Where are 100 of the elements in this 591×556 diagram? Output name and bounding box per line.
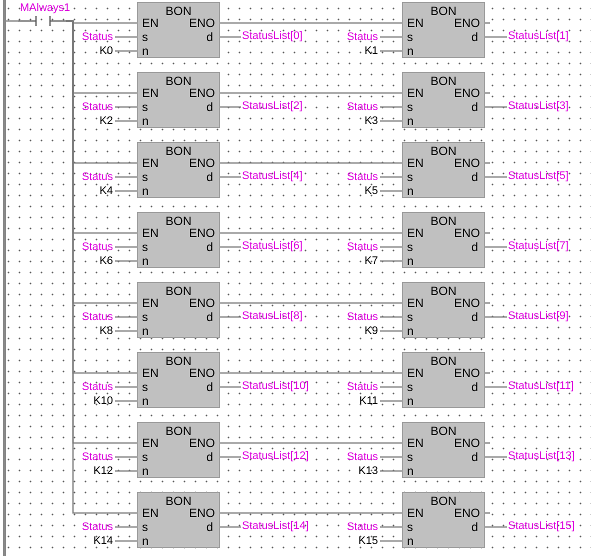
pin-label: d bbox=[206, 31, 213, 43]
pin-label: s bbox=[142, 521, 148, 533]
block-title: BON bbox=[429, 285, 458, 297]
pin-label: EN bbox=[407, 367, 424, 379]
wire bbox=[380, 400, 402, 402]
pin-label: s bbox=[142, 311, 148, 323]
pin-label: n bbox=[407, 325, 414, 337]
block-title: BON bbox=[429, 425, 458, 437]
constant-operand: K0 bbox=[100, 45, 113, 57]
wire bbox=[115, 190, 137, 192]
output-operand: StatusList[8] bbox=[242, 311, 303, 322]
pin-label: ENO bbox=[188, 157, 215, 169]
output-operand: StatusList[2] bbox=[242, 101, 303, 112]
block-title: BON bbox=[429, 215, 458, 227]
pin-label: ENO bbox=[454, 297, 480, 309]
wire bbox=[115, 316, 137, 318]
block-title: BON bbox=[429, 5, 458, 17]
wire bbox=[220, 36, 241, 38]
pin-label: n bbox=[142, 395, 149, 407]
input-operand: Status bbox=[82, 31, 113, 43]
wire bbox=[115, 106, 137, 108]
function-block bbox=[402, 422, 485, 478]
input-operand: Status bbox=[346, 381, 378, 393]
wire bbox=[115, 330, 137, 332]
pin-label: ENO bbox=[454, 157, 480, 169]
wire bbox=[485, 106, 507, 108]
constant-operand: K15 bbox=[358, 535, 378, 547]
function-block bbox=[402, 212, 485, 268]
pin-label: n bbox=[142, 255, 149, 267]
wire bbox=[220, 386, 241, 388]
output-operand: StatusList[9] bbox=[508, 311, 569, 322]
wire bbox=[115, 400, 137, 402]
wire bbox=[220, 526, 241, 528]
pin-label: d bbox=[471, 171, 478, 183]
wire bbox=[6, 20, 18, 22]
wire bbox=[115, 470, 137, 472]
wire bbox=[380, 470, 402, 472]
pin-label: d bbox=[206, 451, 213, 463]
function-block bbox=[402, 282, 485, 338]
input-operand: Status bbox=[346, 311, 378, 323]
pin-label: EN bbox=[407, 507, 424, 519]
pin-label: n bbox=[407, 395, 414, 407]
pin-label: d bbox=[206, 521, 213, 533]
output-operand: StatusList[13] bbox=[508, 451, 575, 462]
input-operand: Status bbox=[346, 521, 378, 533]
pin-label: s bbox=[407, 521, 413, 533]
pin-label: d bbox=[471, 521, 478, 533]
output-operand: StatusList[0] bbox=[242, 31, 303, 42]
block-title: BON bbox=[164, 285, 192, 297]
pin-label: ENO bbox=[454, 437, 480, 449]
pin-label: EN bbox=[407, 297, 424, 309]
pin-label: ENO bbox=[188, 437, 215, 449]
pin-label: ENO bbox=[454, 17, 480, 29]
pin-label: s bbox=[407, 381, 413, 393]
pin-label: EN bbox=[142, 227, 159, 239]
pin-label: s bbox=[142, 451, 148, 463]
constant-operand: K4 bbox=[100, 185, 113, 197]
block-title: BON bbox=[164, 215, 192, 227]
wire bbox=[115, 50, 137, 52]
pin-label: ENO bbox=[188, 227, 215, 239]
constant-operand: K1 bbox=[364, 45, 378, 57]
block-title: BON bbox=[429, 145, 458, 157]
pin-label: d bbox=[471, 311, 478, 323]
contact-label: MAlways1 bbox=[20, 2, 70, 14]
pin-label: EN bbox=[407, 17, 424, 29]
wire bbox=[220, 512, 402, 514]
constant-operand: K6 bbox=[100, 255, 113, 267]
block-title: BON bbox=[164, 5, 192, 17]
input-operand: Status bbox=[82, 171, 113, 183]
constant-operand: K3 bbox=[364, 115, 378, 127]
pin-label: n bbox=[142, 185, 149, 197]
pin-label: ENO bbox=[188, 297, 215, 309]
pin-label: EN bbox=[142, 367, 159, 379]
wire bbox=[380, 260, 402, 262]
pin-label: d bbox=[471, 241, 478, 253]
constant-operand: K7 bbox=[364, 255, 378, 267]
wire bbox=[220, 22, 402, 24]
wire bbox=[115, 456, 137, 458]
function-block bbox=[137, 282, 220, 338]
input-operand: Status bbox=[82, 451, 113, 463]
pin-label: ENO bbox=[188, 507, 215, 519]
pin-label: n bbox=[407, 535, 414, 547]
pin-label: ENO bbox=[188, 87, 215, 99]
wire bbox=[380, 330, 402, 332]
function-block bbox=[137, 2, 220, 58]
wire bbox=[485, 526, 507, 528]
function-block bbox=[137, 72, 220, 128]
wire bbox=[380, 176, 402, 178]
pin-label: s bbox=[407, 311, 413, 323]
function-block bbox=[402, 492, 485, 548]
input-operand: Status bbox=[346, 171, 378, 183]
pin-label: EN bbox=[142, 437, 159, 449]
block-title: BON bbox=[164, 145, 192, 157]
pin-label: EN bbox=[407, 437, 424, 449]
pin-label: ENO bbox=[454, 87, 480, 99]
input-operand: Status bbox=[82, 381, 113, 393]
wire bbox=[115, 526, 137, 528]
block-title: BON bbox=[164, 425, 192, 437]
wire bbox=[220, 246, 241, 248]
input-operand: Status bbox=[82, 241, 113, 253]
